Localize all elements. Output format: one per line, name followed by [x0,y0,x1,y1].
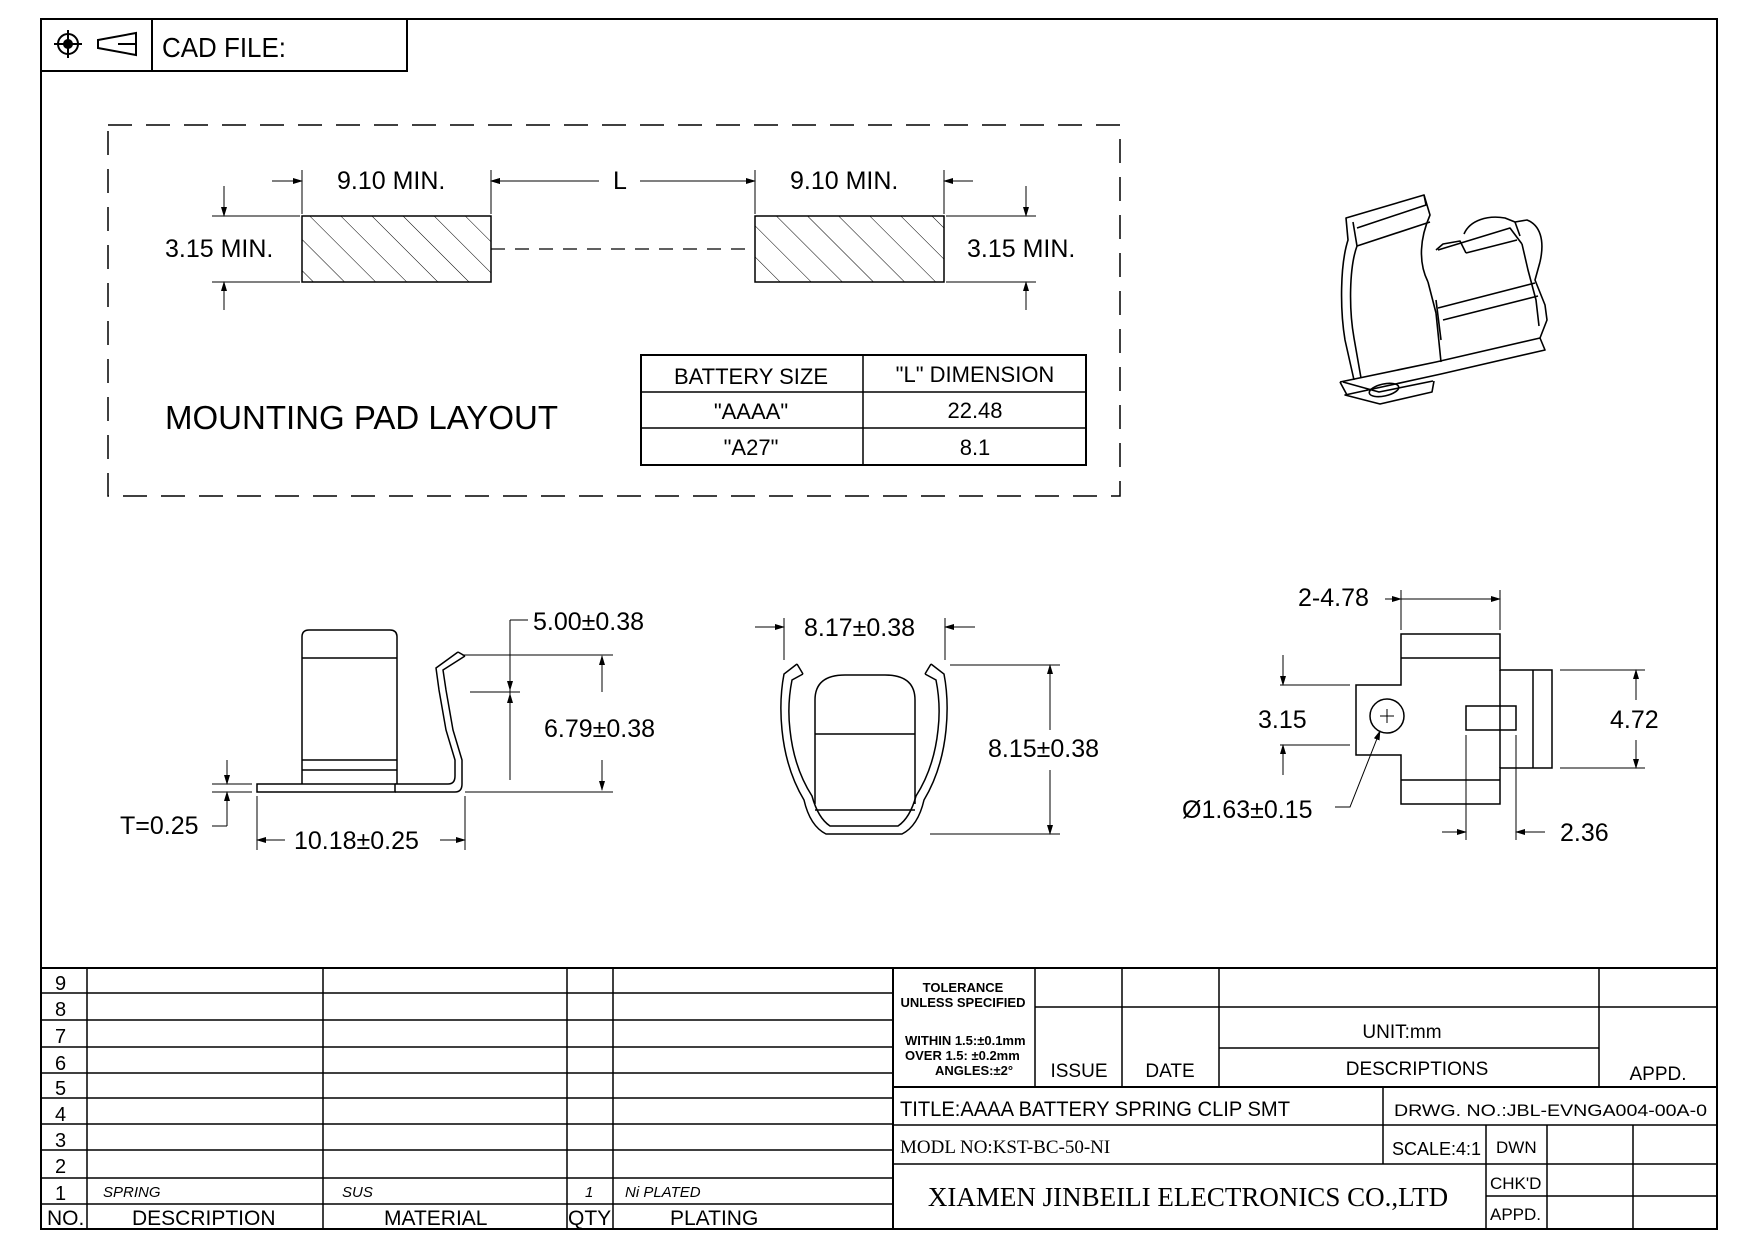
pad-height-left-label: 3.15 MIN. [165,235,273,263]
row-number-2: 2 [55,1156,66,1178]
top-hole-diameter-label: Ø1.63±0.15 [1182,796,1312,824]
row-number-8: 8 [55,999,66,1021]
top-slot-width-label: 2.36 [1560,819,1609,847]
row-number-1: 1 [55,1183,66,1205]
drawing-frame [40,18,1718,1230]
isometric-view [1339,194,1548,405]
pad-width-left-label: 9.10 MIN. [337,167,445,195]
tolerance-heading-2: UNLESS SPECIFIED [901,995,1026,1010]
front-view: 8.17±0.38 8.15±0.38 [755,614,1099,835]
tolerance-heading-1: TOLERANCE [923,980,1004,995]
scale-label: SCALE:4:1 [1392,1139,1481,1159]
top-view: 2-4.78 3.15 4.72 Ø1.63±0.15 2.36 [1182,584,1659,847]
pad-height-right-label: 3.15 MIN. [967,235,1075,263]
row-number-4: 4 [55,1104,66,1126]
descriptions-label: DESCRIPTIONS [1346,1059,1489,1080]
item-description: SPRING [103,1184,161,1201]
side-thickness-label: T=0.25 [120,812,199,840]
top-tab-width-label: 2-4.78 [1298,584,1369,612]
bom-table: 9 8 7 6 5 4 3 2 1 SPRING SUS 1 Ni PLATED… [41,967,1717,1230]
unit-label: UNIT:mm [1362,1022,1441,1043]
issue-label: ISSUE [1050,1061,1107,1082]
date-label: DATE [1145,1061,1194,1082]
table-header-battery-size: BATTERY SIZE [674,364,828,389]
title-block: TOLERANCE UNLESS SPECIFIED WITHIN 1.5:±0… [893,968,1717,1229]
cad-file-header: CAD FILE: [40,18,408,72]
table-cell-aaaa-l: 22.48 [947,398,1002,423]
right-pad [754,215,945,283]
pad-layout-title: MOUNTING PAD LAYOUT [165,399,558,436]
left-pad [301,215,492,283]
chkd-label: CHK'D [1490,1174,1541,1193]
drawing-number: DRWG. NO.:JBL-EVNGA004-00A-0 [1394,1101,1707,1120]
header-plating: PLATING [670,1207,758,1230]
header-material: MATERIAL [384,1207,487,1230]
top-slot-height-label: 3.15 [1258,706,1307,734]
pad-width-right-label: 9.10 MIN. [790,167,898,195]
tolerance-angles: ANGLES:±2° [935,1063,1013,1078]
tolerance-over: OVER 1.5: ±0.2mm [905,1048,1020,1063]
row-number-3: 3 [55,1130,66,1152]
mounting-pad-layout: 9.10 MIN. L 9.10 MIN. 3.15 MIN. 3.15 MIN… [107,124,1121,497]
item-material: SUS [342,1184,373,1201]
tolerance-within: WITHIN 1.5:±0.1mm [905,1033,1026,1048]
item-qty: 1 [585,1184,593,1201]
crosshair-target-icon [54,30,82,58]
first-angle-projection-icon [97,31,137,57]
appd-label: APPD. [1629,1064,1686,1085]
side-height-label: 6.79±0.38 [544,715,655,743]
table-cell-a27: "A27" [724,435,779,460]
front-height-label: 8.15±0.38 [988,735,1099,763]
cad-file-label: CAD FILE: [162,32,286,63]
model-number: MODL NO:KST-BC-50-NI [900,1137,1110,1158]
side-top-offset-label: 5.00±0.38 [533,608,644,636]
spacing-l-label: L [613,167,627,195]
top-overall-height-label: 4.72 [1610,706,1659,734]
table-cell-a27-l: 8.1 [960,435,991,460]
row-number-6: 6 [55,1053,66,1075]
row-number-7: 7 [55,1026,66,1048]
item-plating: Ni PLATED [625,1184,701,1201]
header-description: DESCRIPTION [132,1207,276,1230]
side-view: 5.00±0.38 6.79±0.38 T=0.25 10.18±0.25 [120,608,655,855]
row-number-5: 5 [55,1078,66,1100]
table-header-l-dimension: "L" DIMENSION [896,362,1055,387]
company-name: XIAMEN JINBEILI ELECTRONICS CO.,LTD [928,1182,1448,1212]
drawing-title: TITLE:AAAA BATTERY SPRING CLIP SMT [900,1098,1290,1121]
table-cell-aaaa: "AAAA" [714,399,788,424]
side-length-label: 10.18±0.25 [294,827,419,855]
l-dimension-table: BATTERY SIZE "L" DIMENSION "AAAA" 22.48 … [640,354,1087,466]
header-qty: QTY [568,1207,611,1230]
front-width-label: 8.17±0.38 [804,614,915,642]
pad-layout-border [107,124,1121,497]
appd2-label: APPD. [1490,1205,1541,1224]
row-number-9: 9 [55,973,66,995]
dwn-label: DWN [1496,1138,1537,1157]
header-no: NO. [47,1207,84,1230]
